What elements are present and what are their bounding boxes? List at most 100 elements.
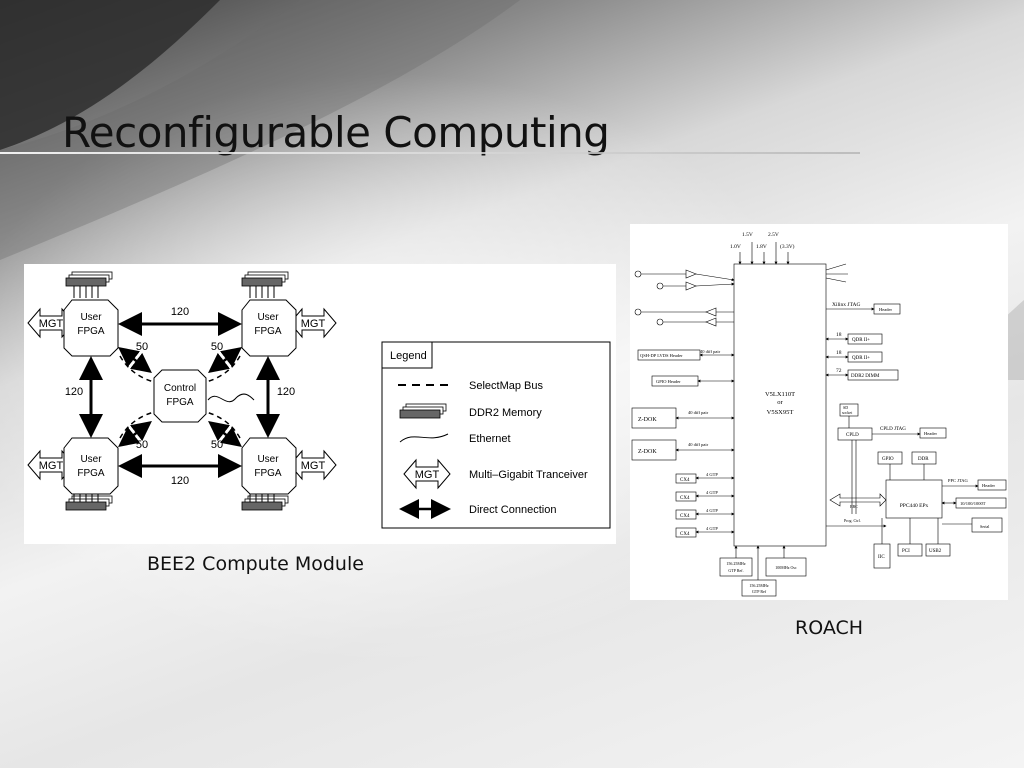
svg-text:50: 50 (211, 341, 223, 353)
svg-text:40 diff pair: 40 diff pair (688, 442, 709, 447)
svg-text:CX4: CX4 (680, 496, 690, 501)
svg-text:V5LX110T: V5LX110T (765, 391, 795, 398)
svg-text:Legend: Legend (390, 350, 427, 362)
svg-text:MGT: MGT (301, 318, 326, 330)
mgt-bottom-left: MGT (27, 450, 75, 480)
svg-text:156.25MHz: 156.25MHz (726, 561, 745, 566)
bee2-diagram-panel: MGT MGT MGT MGT User FPGA User FPGA User… (24, 264, 616, 544)
mgt-bottom-right: MGT (289, 450, 337, 480)
svg-text:User: User (80, 312, 102, 323)
svg-text:(3.3V): (3.3V) (780, 243, 795, 250)
svg-text:FPGA: FPGA (166, 397, 194, 408)
svg-text:User: User (80, 454, 102, 465)
svg-text:Control: Control (164, 383, 196, 394)
title-underline (0, 152, 860, 154)
svg-text:1.8V: 1.8V (756, 244, 767, 250)
roach-fpga (733, 263, 827, 547)
svg-text:Z-DOK: Z-DOK (638, 417, 657, 423)
bee2-diagram: MGT MGT MGT MGT User FPGA User FPGA User… (27, 271, 611, 529)
mgt-top-right: MGT (289, 308, 337, 338)
svg-text:1.5V: 1.5V (742, 232, 753, 238)
bee2-caption: BEE2 Compute Module (147, 553, 364, 575)
svg-text:Multi–Gigabit Tranceiver: Multi–Gigabit Tranceiver (469, 469, 588, 481)
svg-text:FPGA: FPGA (77, 468, 105, 479)
svg-text:QSH-DP LVDS Header: QSH-DP LVDS Header (640, 353, 683, 358)
svg-text:156.25MHz: 156.25MHz (749, 583, 768, 588)
svg-text:1.0V: 1.0V (730, 244, 741, 250)
svg-text:CX4: CX4 (680, 478, 690, 483)
slide-title: Reconfigurable Computing (62, 108, 610, 157)
svg-text:2.5V: 2.5V (768, 232, 779, 238)
svg-text:EBC: EBC (850, 504, 858, 509)
legend: Legend SelectMap Bus DDR2 Memory Etherne… (381, 341, 611, 529)
mgt-top-left: MGT (27, 308, 75, 338)
svg-text:GTP Ref.: GTP Ref. (728, 568, 743, 573)
svg-text:SD: SD (843, 405, 848, 410)
svg-text:CX4: CX4 (680, 532, 690, 537)
svg-text:MGT: MGT (39, 460, 64, 472)
link-top: 120 (118, 306, 242, 336)
link-bottom: 120 (118, 454, 242, 487)
svg-text:4 GTP: 4 GTP (706, 472, 718, 477)
link-diag-top-left: 50 (118, 341, 152, 374)
svg-text:120: 120 (277, 386, 295, 398)
svg-text:DDR2 Memory: DDR2 Memory (469, 407, 542, 419)
link-right: 120 (256, 356, 295, 438)
svg-text:QDR II+: QDR II+ (852, 338, 870, 343)
svg-text:CX4: CX4 (680, 514, 690, 519)
svg-text:4 GTP: 4 GTP (706, 508, 718, 513)
svg-text:FPGA: FPGA (254, 326, 282, 337)
svg-text:or: or (777, 399, 783, 406)
svg-text:SelectMap Bus: SelectMap Bus (469, 380, 543, 392)
svg-text:User: User (257, 312, 279, 323)
svg-text:50: 50 (136, 439, 148, 451)
user-fpga-top-right: User FPGA (241, 299, 297, 357)
svg-text:50: 50 (136, 341, 148, 353)
svg-text:Header: Header (924, 431, 937, 436)
svg-text:GPIO: GPIO (882, 457, 894, 462)
user-fpga-bottom-left: User FPGA (63, 437, 119, 495)
link-diag-bottom-left: 50 (118, 420, 152, 451)
svg-text:MGT: MGT (301, 460, 326, 472)
svg-text:USB2: USB2 (929, 549, 942, 554)
svg-text:socket: socket (842, 410, 853, 415)
ddr2-memory-top-left (65, 271, 113, 298)
roach-diagram: 1.5V 2.5V 1.0V 1.8V (3.3V) V5LX110T or V… (631, 232, 1007, 597)
svg-text:CPLD: CPLD (846, 433, 859, 438)
ddr2-memory-top-right (241, 271, 289, 298)
svg-text:4 GTP: 4 GTP (706, 490, 718, 495)
svg-text:120: 120 (65, 386, 83, 398)
svg-text:GPIO Header: GPIO Header (656, 379, 681, 384)
user-fpga-top-left: User FPGA (63, 299, 119, 357)
svg-text:DDR2 DIMM: DDR2 DIMM (851, 374, 880, 379)
link-diag-bottom-right: 50 (208, 420, 242, 451)
control-fpga: Control FPGA (153, 369, 255, 423)
svg-text:PCI: PCI (902, 549, 910, 554)
svg-text:120: 120 (171, 306, 189, 318)
svg-text:QDR II+: QDR II+ (852, 356, 870, 361)
svg-text:Z-DOK: Z-DOK (638, 449, 657, 455)
svg-text:PPC440 EPx: PPC440 EPx (900, 503, 929, 509)
selectmap-arcs (119, 355, 241, 439)
svg-text:Direct Connection: Direct Connection (469, 504, 556, 516)
svg-text:MGT: MGT (415, 469, 440, 481)
svg-text:Header: Header (879, 307, 892, 312)
svg-text:4 GTP: 4 GTP (706, 526, 718, 531)
svg-text:72: 72 (836, 368, 842, 374)
svg-text:FPGA: FPGA (254, 468, 282, 479)
svg-text:GTP Ref: GTP Ref (752, 589, 767, 594)
svg-text:Xilinx JTAG: Xilinx JTAG (832, 302, 860, 308)
svg-text:MGT: MGT (39, 318, 64, 330)
svg-text:40 diff pair: 40 diff pair (700, 349, 721, 354)
svg-text:40 diff pair: 40 diff pair (688, 410, 709, 415)
svg-text:10/100/1000T: 10/100/1000T (960, 501, 986, 506)
svg-text:Prog. Ctrl.: Prog. Ctrl. (844, 518, 861, 523)
user-fpga-bottom-right: User FPGA (241, 437, 297, 495)
link-diag-top-right: 50 (208, 341, 242, 374)
svg-text:V5SX95T: V5SX95T (767, 409, 794, 416)
svg-text:CPLD JTAG: CPLD JTAG (880, 427, 906, 432)
roach-diagram-panel: 1.5V 2.5V 1.0V 1.8V (3.3V) V5LX110T or V… (630, 224, 1008, 600)
svg-text:Serial: Serial (980, 524, 990, 529)
svg-text:IIC: IIC (878, 555, 885, 560)
svg-text:Header: Header (982, 483, 995, 488)
